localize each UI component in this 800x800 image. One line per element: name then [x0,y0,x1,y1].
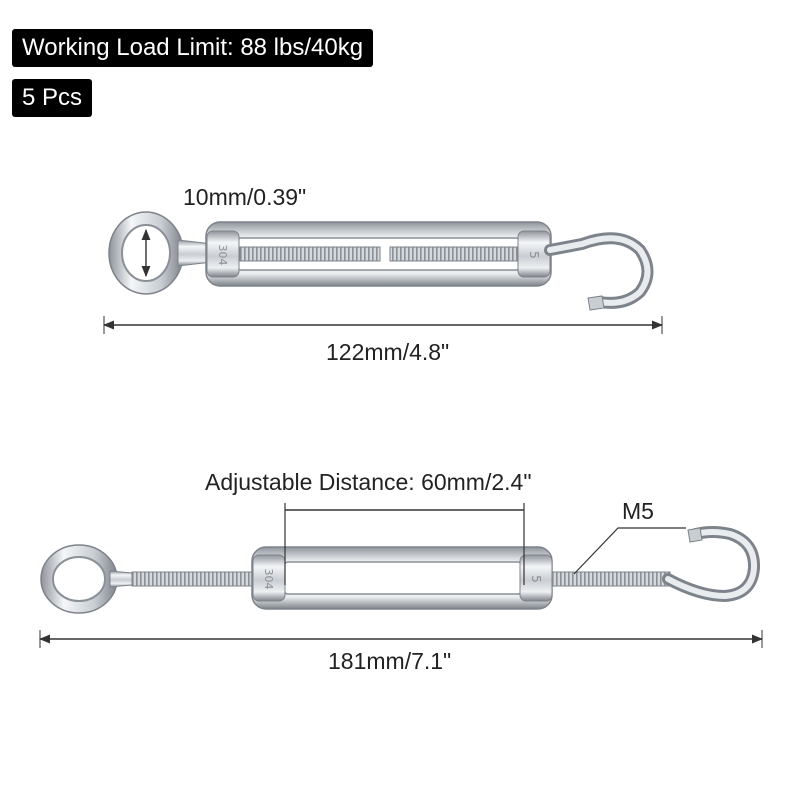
eye-diameter-label: 10mm/0.39" [183,184,307,210]
material-stamp: 304 [216,245,229,266]
eye-end [108,211,213,295]
quantity-badge: 5 Pcs [12,79,93,117]
eye-end [40,544,133,614]
turnbuckle-body: 304 5 [251,546,553,610]
hook-end [662,526,761,603]
material-stamp: 304 [262,569,275,590]
adjustable-distance-label: Adjustable Distance: 60mm/2.4" [205,469,532,495]
thread-size-leader [573,527,686,575]
turnbuckle-long: 304 5 [38,503,764,648]
turnbuckle-short: 304 5 [102,211,664,334]
thread-rod-left [131,571,257,587]
hook-end [544,232,654,311]
working-load-badge: Working Load Limit: 88 lbs/40kg [12,29,374,67]
short-length-label: 122mm/4.8" [326,339,450,365]
size-stamp: 5 [527,251,541,259]
thread-rod-right [551,571,671,587]
thread-rod-left [239,246,381,262]
size-stamp: 5 [529,575,543,583]
thread-rod-right [389,246,519,262]
thread-size-label: M5 [622,498,654,524]
long-length-label: 181mm/7.1" [328,648,452,674]
